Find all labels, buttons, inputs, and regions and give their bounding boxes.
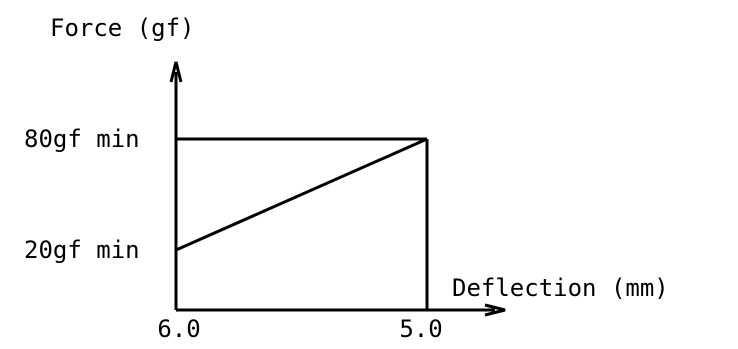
x-axis-title: Deflection (mm)	[452, 274, 669, 302]
y-axis-arrowhead	[169, 61, 183, 83]
x-axis-arrowhead	[484, 303, 506, 317]
x-tick-label-5.0: 5.0	[399, 315, 442, 343]
y-axis-title: Force (gf)	[50, 14, 195, 42]
series-line	[175, 137, 428, 252]
x-tick-label-6.0: 6.0	[157, 315, 200, 343]
y-tick-label-80gf: 80gf min	[24, 125, 140, 153]
y-tick-label-20gf: 20gf min	[24, 236, 140, 264]
